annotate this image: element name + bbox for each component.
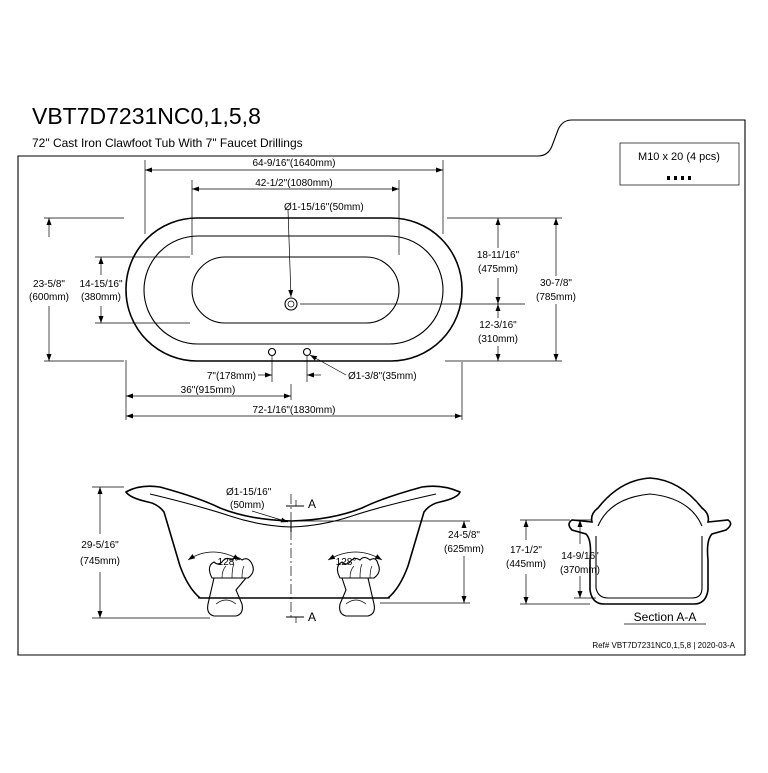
dim-section-outer-mm: (445mm): [506, 559, 546, 570]
dim-total-width-mm: (785mm): [536, 292, 576, 303]
hardware-box: [619, 142, 740, 186]
reference-number: Ref# VBT7D7231NC0,1,5,8 | 2020-03-A: [592, 641, 735, 650]
dim-total-width-in: 30-7/8": [540, 278, 572, 289]
dim-side-height-mm: (745mm): [80, 556, 120, 567]
top-view: [125, 217, 463, 362]
tub-outer-rim: [125, 217, 463, 362]
section-marker-bottom: A: [308, 610, 316, 624]
dim-faucet-hole-diameter: Ø1-3/8"(35mm): [348, 371, 417, 382]
dim-section-inner-mm: (370mm): [560, 565, 600, 576]
dim-upper-height-mm: (475mm): [478, 264, 518, 275]
dim-basin-length: 42-1/2"(1080mm): [255, 178, 332, 189]
faucet-hole-right: [302, 347, 312, 357]
dim-width-inner-in: 14-15/16": [79, 279, 122, 290]
dim-rim-height-in: 24-5/8": [448, 530, 480, 541]
hardware-label: M10 x 20 (4 pcs): [638, 151, 720, 163]
side-view: [124, 485, 461, 599]
section-a-a: [568, 477, 732, 605]
dim-width-outer-in: 23-5/8": [33, 279, 65, 290]
tub-side-profile: [124, 485, 461, 599]
title-frame: [17, 119, 746, 656]
drain-hole: [284, 297, 298, 311]
dim-drain-diameter: Ø1-15/16"(50mm): [284, 202, 364, 213]
dim-section-inner-in: 14-9/16": [561, 551, 599, 562]
section-marker-top: A: [308, 497, 316, 511]
dim-upper-height-in: 18-11/16": [477, 250, 520, 261]
dim-lower-height-in: 12-3/16": [479, 320, 517, 331]
side-drain-dia-mm: (50mm): [230, 500, 264, 511]
dim-rim-height-mm: (625mm): [444, 544, 484, 555]
tub-basin: [191, 256, 400, 324]
dim-section-outer-in: 17-1/2": [510, 545, 542, 556]
faucet-hole-left: [267, 347, 277, 357]
model-number: VBT7D7231NC0,1,5,8: [32, 103, 261, 129]
bolt-icons: [667, 176, 691, 180]
side-drain-dia-in: Ø1-15/16": [226, 487, 272, 498]
angle-left: 128°: [218, 557, 239, 568]
section-outer-profile: [568, 477, 732, 605]
dim-lower-height-mm: (310mm): [478, 334, 518, 345]
dim-side-height-in: 29-5/16": [81, 540, 119, 551]
section-caption: Section A-A: [634, 610, 697, 624]
subtitle: 72" Cast Iron Clawfoot Tub With 7" Fauce…: [32, 136, 303, 150]
dim-overall-length-inner: 64-9/16"(1640mm): [252, 158, 335, 169]
dim-total-length: 72-1/16"(1830mm): [252, 405, 335, 416]
dim-center-offset: 36"(915mm): [181, 385, 236, 396]
claw-foot-left: [207, 556, 254, 617]
tub-inner-rim: [143, 235, 444, 345]
dim-width-outer-mm: (600mm): [29, 292, 69, 303]
dim-width-inner-mm: (380mm): [81, 292, 121, 303]
dim-faucet-spacing: 7"(178mm): [207, 371, 256, 382]
angle-right: 128°: [336, 557, 357, 568]
